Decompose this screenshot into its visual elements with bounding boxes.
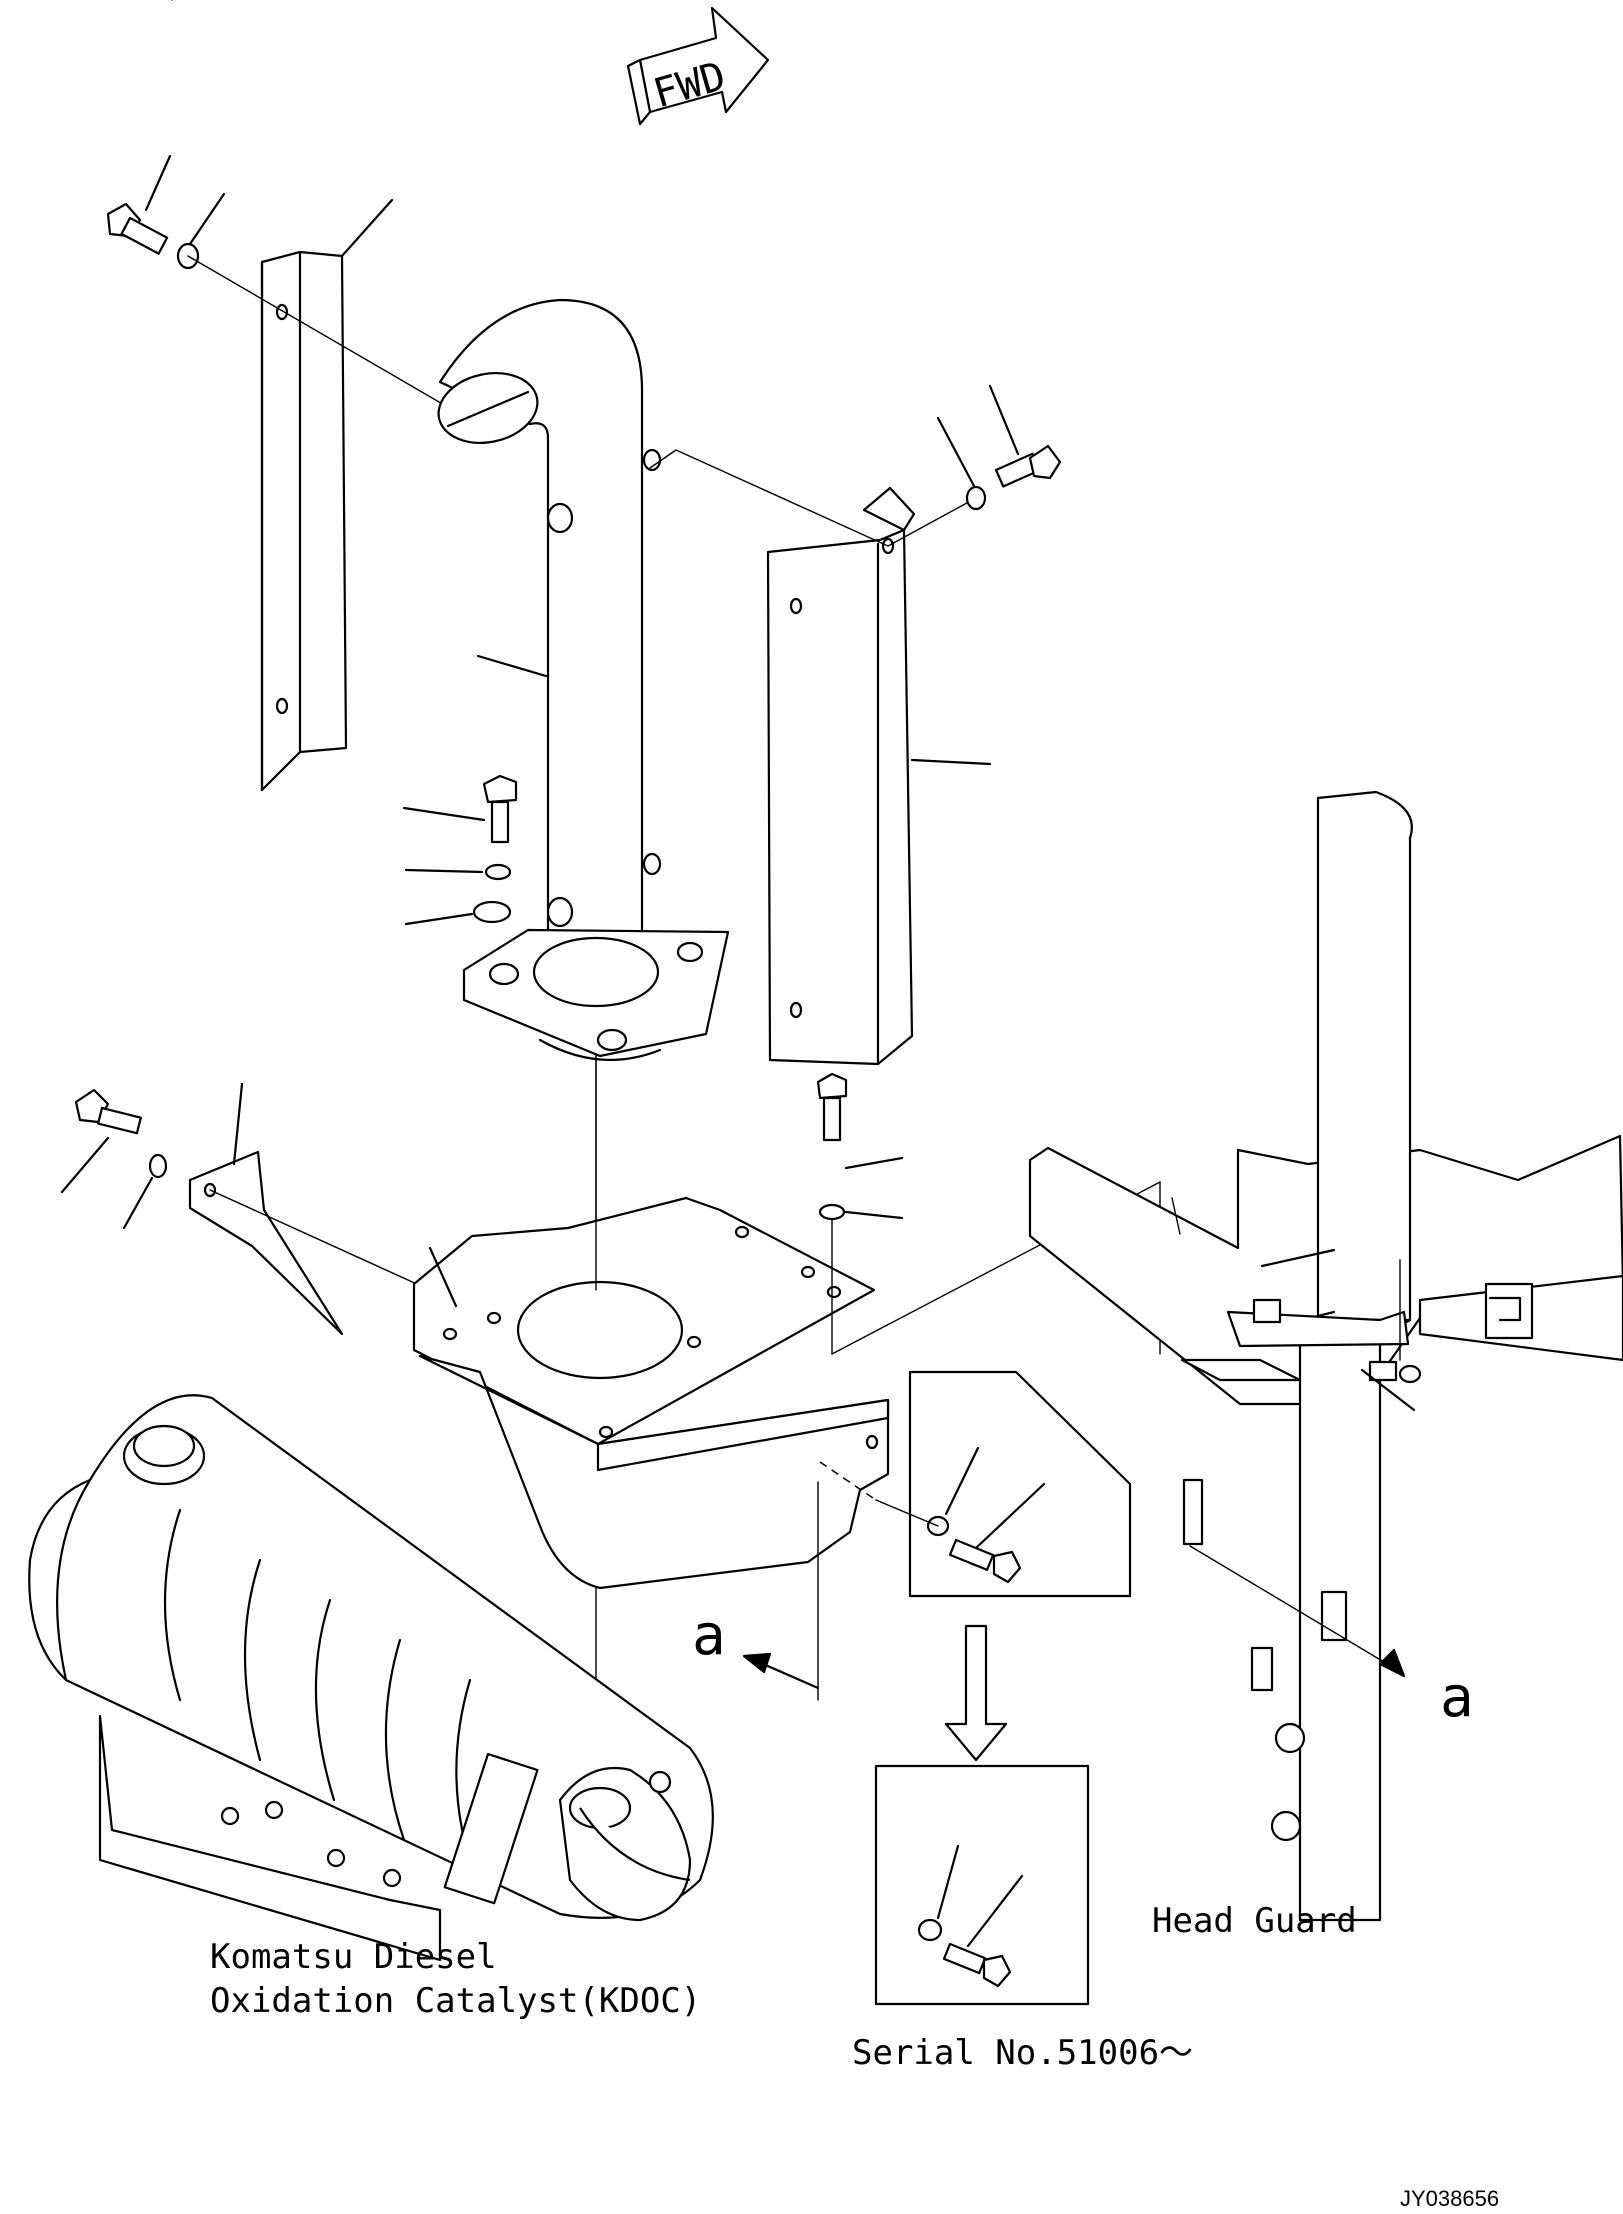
- detail-bolt: [948, 1538, 1022, 1584]
- view-letter-right: a: [1440, 1665, 1474, 1730]
- serial-number-label: Serial No.51006～: [852, 2033, 1193, 2073]
- bolt-top-right: [994, 444, 1062, 488]
- right-pipe-cover: [766, 486, 992, 1066]
- washer-center-large: [472, 900, 512, 924]
- washer-mid-left: [148, 1153, 168, 1179]
- head-guard-label: Head Guard: [1152, 1901, 1357, 1941]
- mount-bracket: [412, 1196, 890, 1590]
- bolt-top-left: [106, 0, 173, 255]
- detail-view-box: [908, 1370, 1132, 1598]
- washer-mid-right: [818, 1203, 846, 1221]
- down-arrow-icon: [944, 1624, 1008, 1762]
- view-letter-left: a: [692, 1603, 726, 1668]
- serial-bolt: [942, 1942, 1012, 1988]
- serial-view-box: [874, 1764, 1090, 2006]
- catalyst-label-line2: Oxidation Catalyst(KDOC): [210, 1981, 701, 2021]
- washer-top-right: [965, 485, 987, 511]
- left-pipe-cover: [260, 198, 394, 792]
- kdoc-catalyst: [28, 1394, 714, 1962]
- forward-arrow-icon: FWD: [626, 6, 770, 126]
- left-bracket: [188, 1082, 344, 1336]
- washer-center-small: [484, 863, 512, 881]
- drawing-id: JY038656: [1400, 2186, 1499, 2211]
- head-guard: [1028, 790, 1623, 1922]
- bolt-mid-left: [74, 1088, 142, 1135]
- bolt-center: [482, 774, 518, 844]
- bolt-mid-right: [816, 1072, 848, 1142]
- catalyst-label-line1: Komatsu Diesel: [210, 1937, 497, 1977]
- exhaust-pipe: [437, 298, 730, 1062]
